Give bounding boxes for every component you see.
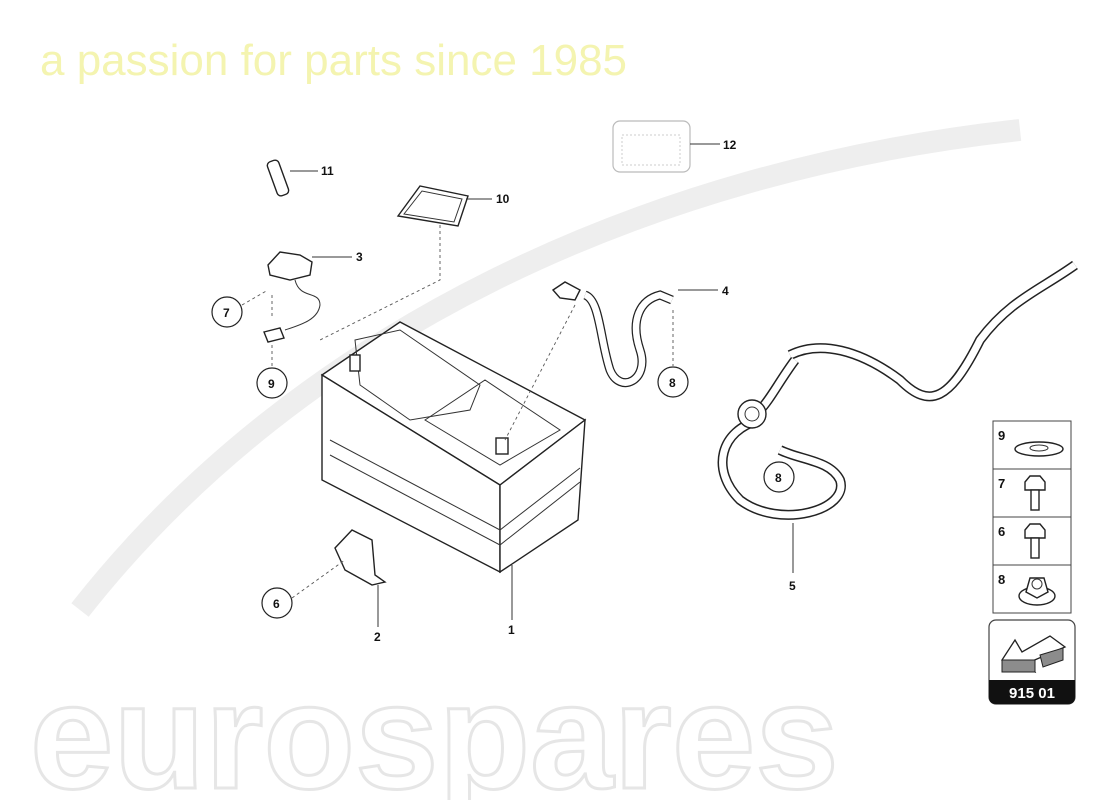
part-4-positive-cable[interactable] (504, 281, 718, 441)
callout-4: 4 (722, 284, 729, 298)
part-12-label[interactable] (612, 120, 720, 173)
part-2-hold-down-bracket[interactable] (334, 529, 387, 627)
page-badge: 915 01 (988, 619, 1076, 705)
flange-bolt-icon (1024, 523, 1046, 559)
part-11-pin[interactable] (266, 159, 318, 197)
watermark-brand: eurospares (30, 652, 839, 800)
legend-item-nut[interactable]: 8 (998, 572, 1056, 606)
callout-9-circle: 9 (256, 345, 288, 399)
callout-12: 12 (723, 138, 737, 152)
watermark: a passion for parts since 1985 eurospare… (29, 36, 1022, 800)
callout-1: 1 (508, 623, 515, 637)
hardware-legend: 9 7 6 8 (992, 420, 1072, 614)
callout-7: 7 (223, 306, 230, 320)
flange-bolt-icon (1024, 475, 1046, 511)
callout-7-circle: 7 (211, 289, 269, 328)
callout-8b-circle: 8 (763, 461, 795, 493)
legend-item-bolt-7[interactable]: 7 (998, 475, 1046, 511)
part-1-battery[interactable] (320, 321, 587, 620)
legend-item-washer[interactable]: 9 (998, 428, 1064, 457)
callout-8a: 8 (669, 376, 676, 390)
legend-number: 6 (998, 524, 1005, 539)
callout-10: 10 (496, 192, 510, 206)
flange-nut-icon (1018, 577, 1056, 606)
callout-8a-circle: 8 (657, 366, 689, 398)
callout-6: 6 (273, 597, 280, 611)
part-5-cable-harness[interactable] (717, 260, 1078, 573)
callout-9: 9 (268, 377, 275, 391)
arrow-direction-icon (1001, 635, 1067, 674)
legend-item-bolt-6[interactable]: 6 (998, 523, 1046, 559)
part-3-negative-terminal[interactable] (263, 251, 352, 343)
washer-icon (1014, 441, 1064, 457)
callout-8b: 8 (775, 471, 782, 485)
callout-5: 5 (789, 579, 796, 593)
callout-11: 11 (321, 164, 334, 178)
legend-number: 7 (998, 476, 1005, 491)
watermark-tagline: a passion for parts since 1985 (40, 36, 627, 85)
callout-2: 2 (374, 630, 381, 644)
legend-number: 9 (998, 428, 1005, 443)
page-code: 915 01 (1009, 685, 1055, 702)
legend-number: 8 (998, 572, 1005, 587)
callout-3: 3 (356, 250, 363, 264)
callout-6-circle: 6 (261, 559, 346, 619)
part-10-cover[interactable] (319, 185, 492, 341)
